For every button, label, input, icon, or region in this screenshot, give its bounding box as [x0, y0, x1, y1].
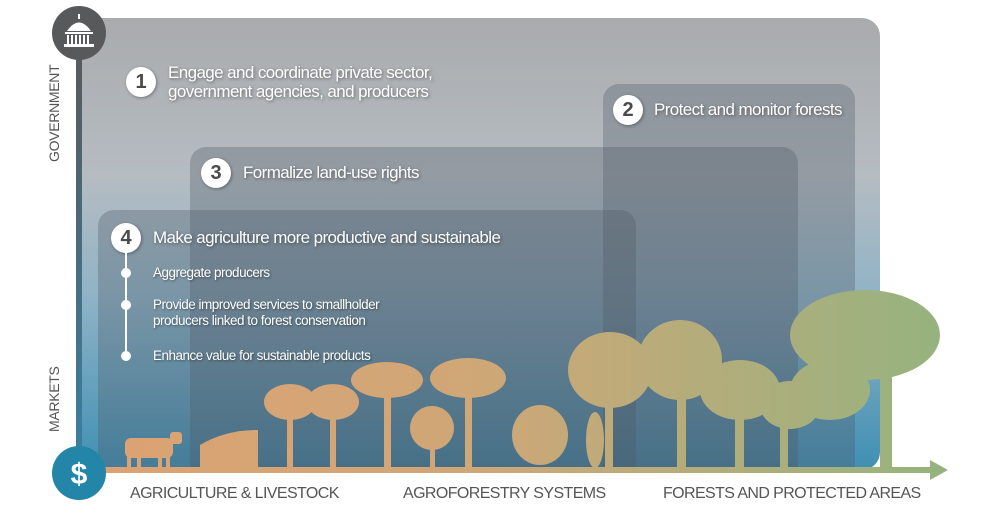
- action-number-1: 1: [126, 67, 156, 97]
- palm-trees: [264, 358, 568, 468]
- dollar-icon: $: [52, 446, 106, 500]
- subitem-improved-services: Provide improved services to smallholder…: [153, 297, 380, 329]
- action-number-4: 4: [111, 223, 141, 253]
- action-1-title-line2: government agencies, and producers: [168, 82, 429, 101]
- crop-field-icon: [200, 430, 258, 468]
- svg-text:$: $: [71, 458, 88, 491]
- action-4-title: Make agriculture more productive and sus…: [153, 228, 501, 247]
- subitem-aggregate-producers: Aggregate producers: [153, 265, 270, 280]
- action-1-title-line1: Engage and coordinate private sector,: [168, 63, 433, 82]
- subitem-line: Provide improved services to smallholder: [153, 297, 380, 312]
- category-forests: FORESTS AND PROTECTED AREAS: [663, 485, 921, 502]
- forest-trees: [568, 290, 940, 468]
- government-axis-label: GOVERNMENT: [46, 64, 62, 162]
- action-number-2: 2: [613, 95, 643, 125]
- bullet-dot: [121, 300, 131, 310]
- subitem-enhance-value: Enhance value for sustainable products: [153, 348, 371, 363]
- category-agroforestry: AGROFORESTRY SYSTEMS: [403, 485, 606, 502]
- vertical-axis: [76, 40, 82, 465]
- action-number-3: 3: [201, 158, 231, 188]
- action-1-title: Engage and coordinate private sector, go…: [168, 63, 433, 101]
- action-2-title: Protect and monitor forests: [654, 100, 843, 119]
- bullet-dot: [121, 268, 131, 278]
- arrow-head-icon: [930, 460, 948, 480]
- horizontal-axis: [100, 467, 935, 473]
- markets-axis-label: MARKETS: [46, 366, 62, 432]
- capitol-building-icon: [52, 6, 106, 60]
- cow-icon: [125, 432, 182, 467]
- bullet-dot: [121, 351, 131, 361]
- category-agriculture: AGRICULTURE & LIVESTOCK: [130, 485, 339, 502]
- subitem-line: producers linked to forest conservation: [153, 313, 366, 328]
- action-3-title: Formalize land-use rights: [243, 163, 419, 182]
